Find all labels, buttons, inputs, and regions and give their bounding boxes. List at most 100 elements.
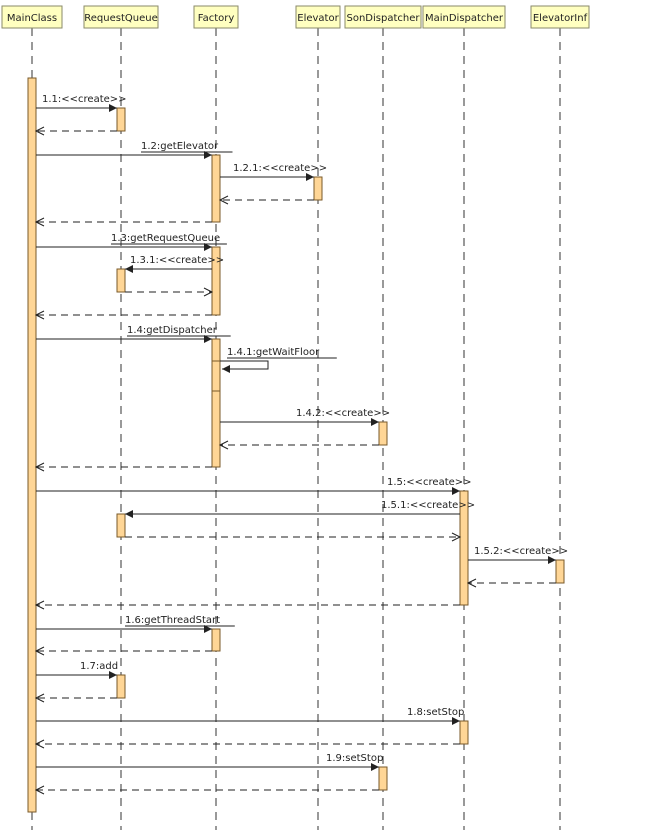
message-m2: 1.2:getElevator [34,141,233,227]
arrow-head [34,462,45,472]
arrow-head [451,532,462,542]
participant-label: Elevator [297,13,339,24]
arrow-head [466,578,477,588]
participant-box [1,5,63,29]
arrow-head [125,265,133,273]
message-m8: 1.4.2:<<create>> [218,408,390,450]
activation-requestqueue [116,674,126,699]
message-m11: 1.5.2:<<create>> [466,546,568,588]
arrow-head [34,310,45,320]
activation-requestqueue [116,107,126,132]
participant-heads: MainClass RequestQueue Factory Elevator SonD… [1,5,590,29]
self-call-line [220,360,269,370]
activation-factory [211,154,221,223]
activation-requestqueue [116,268,126,293]
message-m14: 1.8:setStop [34,707,464,749]
message-label: 1.4.2:<<create>> [296,408,390,419]
participant-factory: Factory [193,5,239,29]
activation-factory [211,628,221,652]
arrow-head [371,418,379,426]
participant-label: RequestQueue [84,13,157,24]
activation-elevator [313,176,323,201]
message-m10: 1.5.1:<<create>> [125,500,475,542]
message-label: 1.2.1:<<create>> [233,163,327,174]
arrow-head [34,739,45,749]
arrow-head [306,173,314,181]
activation-sondispatcher [378,421,388,446]
arrow-head [204,625,212,633]
message-m1: 1.1:<<create>> [34,94,127,136]
message-label: 1.7:add [80,661,118,672]
messages: 1.1:<<create>> 1.2:getElevator 1.2.1:<<cre… [34,94,568,795]
message-label: 1.9:setStop [326,753,383,764]
message-label: 1.6:getThreadStart [125,615,220,626]
message-m4: 1.3:getRequestQueue [34,233,227,320]
arrow-head [34,693,45,703]
arrow-head [34,785,45,795]
arrow-head [204,151,212,159]
arrow-head [218,195,229,205]
lifelines [31,28,561,830]
arrow-head [109,671,117,679]
message-m7: 1.4.1:getWaitFloor [220,347,337,373]
activation-factory [211,338,221,468]
arrow-head [371,763,379,771]
arrow-head [125,510,133,518]
participant-label: Factory [198,13,235,24]
participant-elevatorinf: ElevatorInf [530,5,590,29]
activation-factory [211,246,221,316]
participant-box [344,5,422,29]
message-label: 1.5.2:<<create>> [474,546,568,557]
message-m3: 1.2.1:<<create>> [218,163,327,205]
participant-label: SonDispatcher [347,13,421,24]
message-label: 1.8:setStop [407,707,464,718]
arrow-head [222,365,230,373]
participant-mainclass: MainClass [1,5,63,29]
participant-label: MainClass [7,13,57,24]
activations [27,77,565,813]
activation-requestqueue [116,513,126,538]
participant-maindispatcher: MainDispatcher [422,5,506,29]
participant-box [295,5,341,29]
arrow-head [204,243,212,251]
message-m13: 1.7:add [34,661,118,703]
arrow-head [452,717,460,725]
message-label: 1.3:getRequestQueue [111,233,220,244]
arrow-head [34,600,45,610]
arrow-head [548,556,556,564]
message-label: 1.1:<<create>> [42,94,127,105]
message-label: 1.2:getElevator [141,141,219,152]
arrow-head [34,126,45,136]
activation-factory [211,360,221,392]
message-label: 1.5:<<create>> [387,477,472,488]
activation-sondispatcher [378,766,388,791]
participant-label: MainDispatcher [425,13,504,24]
participant-sondispatcher: SonDispatcher [344,5,422,29]
message-m12: 1.6:getThreadStart [34,615,235,656]
activation-elevatorinf [555,559,565,584]
participant-box [193,5,239,29]
message-m15: 1.9:setStop [34,753,383,795]
activation-maindispatcher [459,720,469,745]
message-m5: 1.3.1:<<create>> [125,255,224,297]
message-label: 1.5.1:<<create>> [381,500,475,511]
activation-maindispatcher [459,490,469,606]
participant-box [83,5,159,29]
arrow-head [109,104,117,112]
message-label: 1.4.1:getWaitFloor [227,347,320,358]
arrow-head [452,487,460,495]
message-label: 1.3.1:<<create>> [130,255,224,266]
participant-box [422,5,506,29]
message-label: 1.4:getDispatcher [127,325,218,336]
activation-mainclass [27,77,37,813]
message-m6: 1.4:getDispatcher [34,325,231,472]
participant-box [530,5,590,29]
participant-requestqueue: RequestQueue [83,5,159,29]
message-m9: 1.5:<<create>> [34,477,472,610]
arrow-head [34,646,45,656]
arrow-head [34,217,45,227]
participant-elevator: Elevator [295,5,341,29]
arrow-head [204,335,212,343]
arrow-head [203,287,214,297]
